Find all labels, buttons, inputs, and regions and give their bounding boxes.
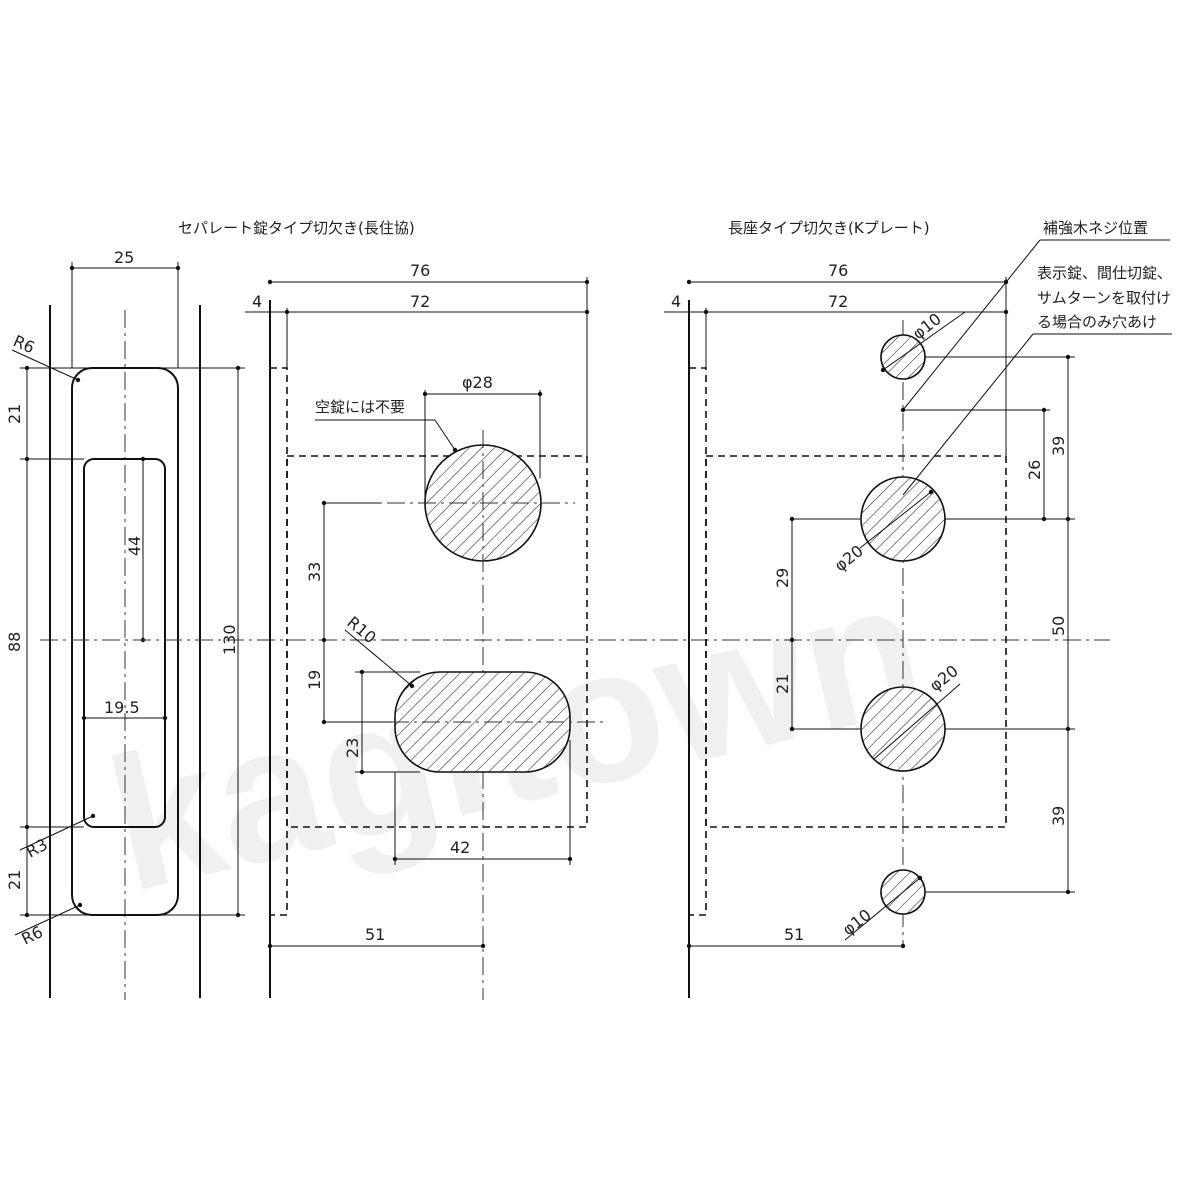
dim-33: 33 (305, 562, 324, 582)
dim-26: 26 (1025, 460, 1044, 480)
dim-r10: R10 (343, 613, 379, 648)
dim-21: 21 (773, 674, 792, 694)
dim-50: 50 (1049, 616, 1068, 636)
thumbturn-hole-phi20-bottom (860, 686, 946, 772)
faceplate-view: 25 21 88 21 44 130 19.5 R6 R3 (5, 248, 245, 1000)
note-drill-line-1: 表示錠、間仕切錠、 (1037, 264, 1172, 282)
dim-72: 72 (410, 292, 430, 311)
dim-21-top: 21 (5, 404, 24, 424)
note-drill-line-3: る場合のみ穴あけ (1037, 313, 1157, 331)
dim-42: 42 (450, 838, 470, 857)
dim-39-top: 39 (1049, 436, 1068, 456)
note-reinforcement-screw: 補強木ネジ位置 (1043, 219, 1148, 237)
dim-r6-top: R6 (10, 331, 37, 357)
dim-19-5: 19.5 (104, 698, 140, 717)
note-not-required: 空錠には不要 (315, 398, 405, 416)
dim-r6-bottom: R6 (18, 922, 45, 948)
dim-88: 88 (5, 632, 24, 652)
dim-29: 29 (773, 568, 792, 588)
long-plate-mortise-view: 76 72 4 φ10 φ20 φ20 φ10 29 21 (664, 219, 1172, 998)
right-title: 長座タイプ切欠き(Kプレート) (728, 219, 930, 237)
mortise-pocket (286, 455, 588, 828)
dim-4: 4 (252, 292, 262, 311)
dim-39-bottom: 39 (1049, 806, 1068, 826)
dim-phi20-bottom: φ20 (926, 661, 962, 695)
dim-76: 76 (410, 261, 430, 280)
dim-44: 44 (125, 536, 144, 556)
dim-51: 51 (784, 925, 804, 944)
dim-51: 51 (365, 925, 385, 944)
dim-25: 25 (114, 248, 134, 267)
dim-phi10-bottom: φ10 (839, 905, 875, 939)
separate-lock-mortise-view: 76 72 4 φ28 空錠には不要 33 19 23 (245, 261, 605, 1000)
dim-72: 72 (828, 292, 848, 311)
mortise-pocket (705, 455, 1007, 828)
handle-slot-r10 (394, 671, 571, 773)
dim-phi28: φ28 (462, 373, 493, 392)
faceplate-slot (83, 458, 166, 828)
dim-21-bottom: 21 (5, 870, 24, 890)
thumbturn-hole-phi20-top (860, 476, 946, 562)
note-drill-line-2: サムターンを取付け (1037, 289, 1171, 307)
dim-76: 76 (828, 261, 848, 280)
dim-4: 4 (671, 292, 681, 311)
left-title: セパレート錠タイプ切欠き(長住協) (178, 219, 415, 237)
dim-19: 19 (305, 670, 324, 690)
dim-23: 23 (343, 738, 362, 758)
